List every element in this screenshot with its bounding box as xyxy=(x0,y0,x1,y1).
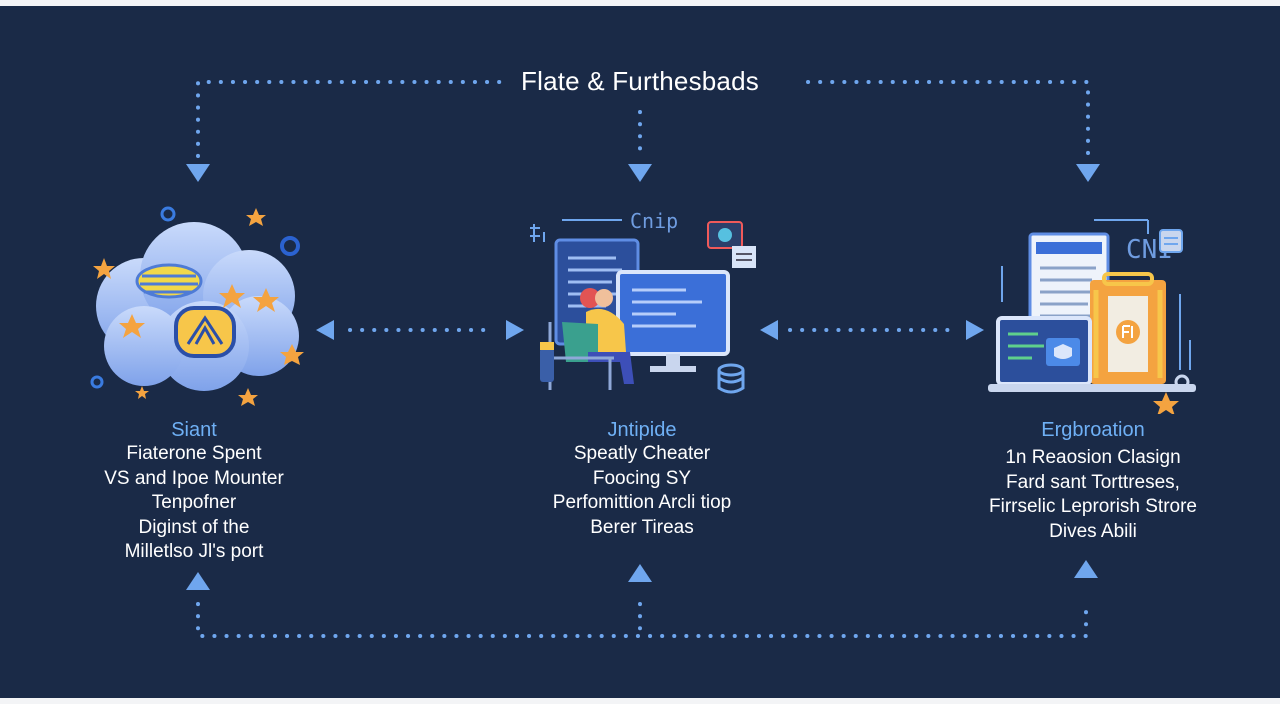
top-connector-left xyxy=(196,80,512,158)
diagram-canvas: Flate & Furthesbads xyxy=(0,6,1280,698)
arrow-up-left xyxy=(186,572,210,590)
arrow-down-left xyxy=(186,164,210,182)
node-label-siant: Siant xyxy=(171,419,217,441)
description-line: VS and Ipoe Mounter xyxy=(104,467,284,489)
node-label-jntipide: Jntipide xyxy=(607,419,677,441)
description-line: Milletlso Jl's port xyxy=(124,541,264,562)
description-line: Perfomittion Arcli tiop xyxy=(552,492,732,513)
bottom-connector xyxy=(196,602,1088,638)
node-description-jntipide: Speatly Cheater Foocing SY Perfomittion … xyxy=(512,442,772,540)
arrow-down-right xyxy=(1076,164,1100,182)
description-line: Diginst of the xyxy=(138,516,250,538)
arrow-right-1 xyxy=(506,320,524,340)
description-line: Speatly Cheater xyxy=(573,443,711,464)
documents-laptop-storage-icon: CNI xyxy=(988,219,1196,414)
illustration-label-cnip: Cnip xyxy=(630,209,678,233)
top-connector-right xyxy=(806,80,1090,158)
description-line: Tenpofner xyxy=(151,492,237,513)
arrow-down-center xyxy=(628,164,652,182)
arrow-left-1 xyxy=(316,320,334,340)
arrow-right-2 xyxy=(966,320,984,340)
arrow-up-right xyxy=(1074,560,1098,578)
arrow-left-2 xyxy=(760,320,778,340)
description-line: Fiaterone Spent xyxy=(126,443,262,464)
description-line: Dives Abili xyxy=(1049,520,1137,542)
diagram-title: Flate & Furthesbads xyxy=(0,66,1280,97)
cloud-with-stars-icon xyxy=(90,206,304,406)
description-line: Foocing SY xyxy=(592,467,692,489)
arrow-up-center xyxy=(628,564,652,582)
node-description-siant: Fiaterone Spent VS and Ipoe Mounter Tenp… xyxy=(74,442,314,565)
workstation-with-person-icon: Cnip xyxy=(530,209,756,394)
description-line: Firrselic Leprorish Strore xyxy=(989,496,1197,517)
description-line: Fard sant Torttreses, xyxy=(1006,471,1180,493)
description-line: 1n Reaosion Clasign xyxy=(1005,447,1181,468)
connector-lines xyxy=(186,80,1100,638)
description-line: Berer Tireas xyxy=(590,516,694,538)
node-label-ergbroation: Ergbroation xyxy=(1041,419,1145,441)
node-description-ergbroation: 1n Reaosion Clasign Fard sant Torttreses… xyxy=(953,446,1233,544)
